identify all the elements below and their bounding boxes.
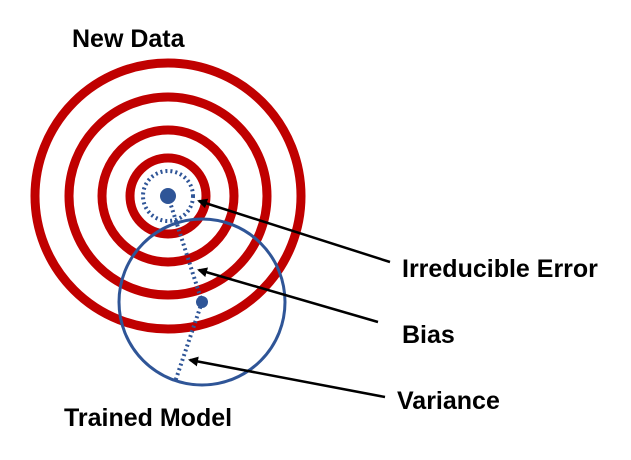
target-ring-third [64,92,272,300]
irreducible-error-label: Irreducible Error [402,255,598,283]
variance-line [173,301,204,383]
model-mean-dot [196,296,208,308]
target-ring-inner [125,153,211,239]
variance-label: Variance [397,387,500,415]
target-ring-second [97,125,239,267]
trained-model-label: Trained Model [64,404,233,432]
irreducible-error-arrow [197,198,391,264]
bias-arrow [197,267,379,324]
target-rings [30,58,306,334]
trained-model-circle [117,217,287,387]
new-data-label: New Data [72,25,185,53]
target-ring-outer [30,58,306,334]
bias-label: Bias [402,321,455,349]
irreducible-error-circle [141,169,195,223]
bias-line [166,195,204,303]
variance-arrow [188,356,386,399]
